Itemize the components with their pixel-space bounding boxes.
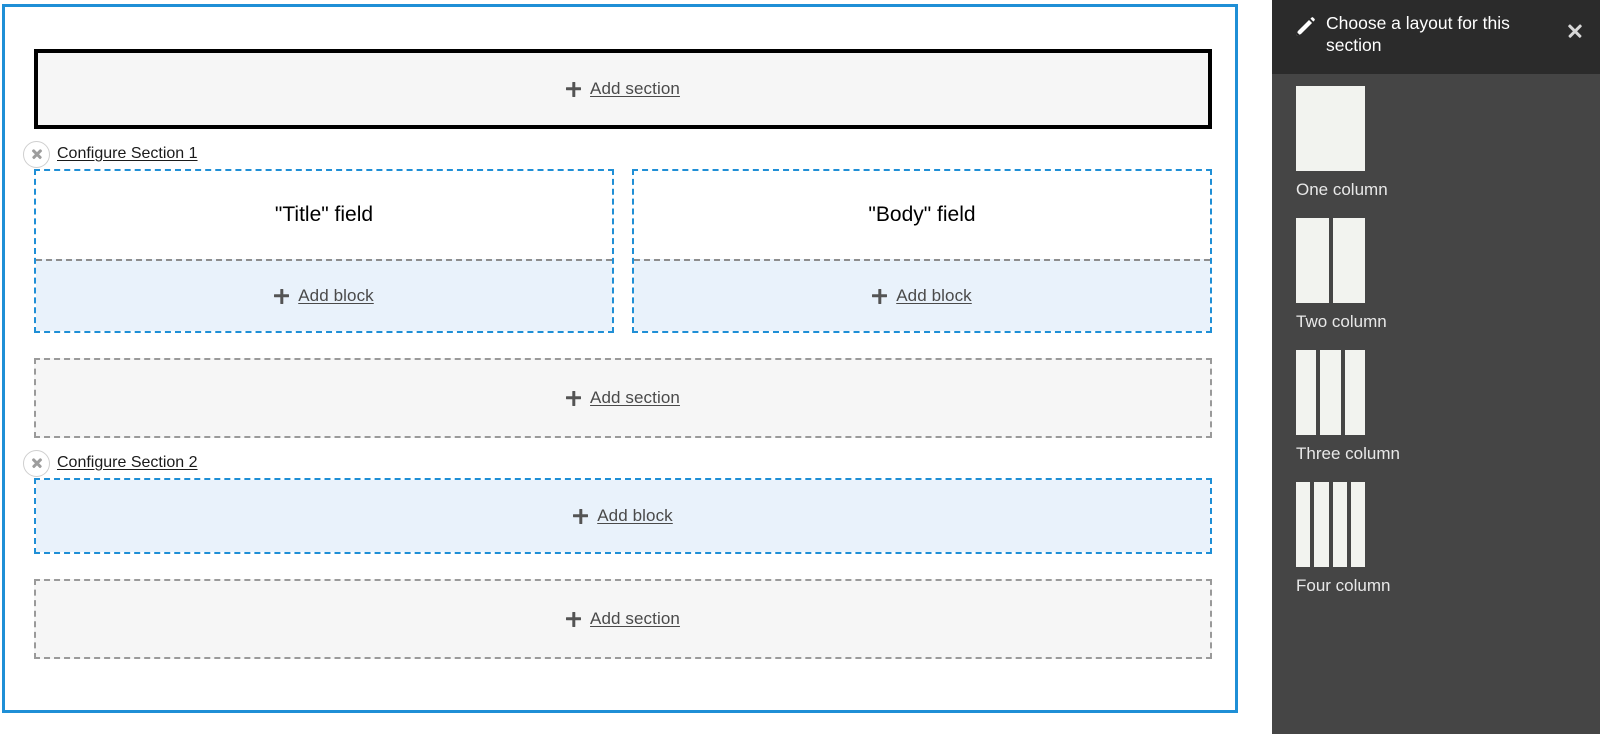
layout-option-label: Two column (1296, 312, 1387, 331)
add-section-link-top[interactable]: Add section (566, 79, 680, 99)
region-first: "Title" field Add block (34, 169, 614, 333)
layout-builder-frame: Add section Configure Section 1 "Title" … (2, 4, 1238, 713)
layout-option-four-column[interactable]: Four column (1296, 482, 1506, 596)
add-block-link[interactable]: Add block (872, 286, 972, 306)
add-block-label: Add block (597, 506, 673, 525)
two-column-thumbnail-icon (1296, 218, 1365, 303)
configure-section-2-link[interactable]: Configure Section 2 (57, 454, 198, 471)
block-title-field[interactable]: "Title" field (36, 171, 612, 259)
offcanvas-dialog: Choose a layout for this section One col… (1272, 0, 1600, 734)
pencil-icon (1296, 17, 1315, 36)
layout-option-label: Four column (1296, 576, 1391, 595)
region-second: "Body" field Add block (632, 169, 1212, 333)
add-block-label: Add block (298, 286, 374, 305)
configure-section-2-row: Configure Section 2 (23, 449, 1212, 477)
block-label: "Body" field (868, 203, 976, 226)
block-body-field[interactable]: "Body" field (634, 171, 1210, 259)
section-1-regions: "Title" field Add block "Body" field (34, 169, 1212, 333)
add-section-label: Add section (590, 609, 680, 628)
add-section-button-middle[interactable]: Add section (34, 358, 1212, 438)
offcanvas-body: One column Two column Three column Four … (1272, 74, 1600, 596)
add-block-link[interactable]: Add block (274, 286, 374, 306)
plus-icon (566, 612, 581, 627)
four-column-thumbnail-icon (1296, 482, 1365, 567)
add-section-label: Add section (590, 79, 680, 98)
add-section-label: Add section (590, 388, 680, 407)
add-block-button-region-second[interactable]: Add block (634, 259, 1210, 331)
layout-builder-content: Add section Configure Section 1 "Title" … (23, 49, 1212, 659)
add-section-link-bottom[interactable]: Add section (566, 609, 680, 629)
add-block-button-region-content[interactable]: Add block (36, 480, 1210, 552)
plus-icon (566, 391, 581, 406)
add-block-label: Add block (896, 286, 972, 305)
section-2-regions: Add block (34, 478, 1212, 554)
block-label: "Title" field (274, 203, 374, 226)
offcanvas-header: Choose a layout for this section (1272, 0, 1600, 74)
remove-x-circle-icon[interactable] (23, 140, 50, 168)
offcanvas-title: Choose a layout for this section (1326, 13, 1510, 55)
layout-option-one-column[interactable]: One column (1296, 86, 1506, 200)
add-block-button-region-first[interactable]: Add block (36, 259, 612, 331)
three-column-thumbnail-icon (1296, 350, 1365, 435)
layout-option-two-column[interactable]: Two column (1296, 218, 1506, 332)
plus-icon (274, 289, 289, 304)
one-column-thumbnail-icon (1296, 86, 1365, 171)
add-section-button-bottom[interactable]: Add section (34, 579, 1212, 659)
plus-icon (566, 82, 581, 97)
plus-icon (872, 289, 887, 304)
remove-x-circle-icon[interactable] (23, 449, 50, 477)
configure-section-1-link[interactable]: Configure Section 1 (57, 145, 198, 162)
add-section-button-top[interactable]: Add section (34, 49, 1212, 129)
layout-option-label: Three column (1296, 444, 1400, 463)
region-content: Add block (34, 478, 1212, 554)
layout-option-three-column[interactable]: Three column (1296, 350, 1506, 464)
add-section-link-middle[interactable]: Add section (566, 388, 680, 408)
configure-section-1-row: Configure Section 1 (23, 140, 1212, 168)
add-block-link[interactable]: Add block (573, 506, 673, 526)
layout-builder: Add section Configure Section 1 "Title" … (0, 0, 1240, 734)
plus-icon (573, 509, 588, 524)
close-icon[interactable] (1564, 20, 1586, 42)
layout-option-label: One column (1296, 180, 1388, 199)
